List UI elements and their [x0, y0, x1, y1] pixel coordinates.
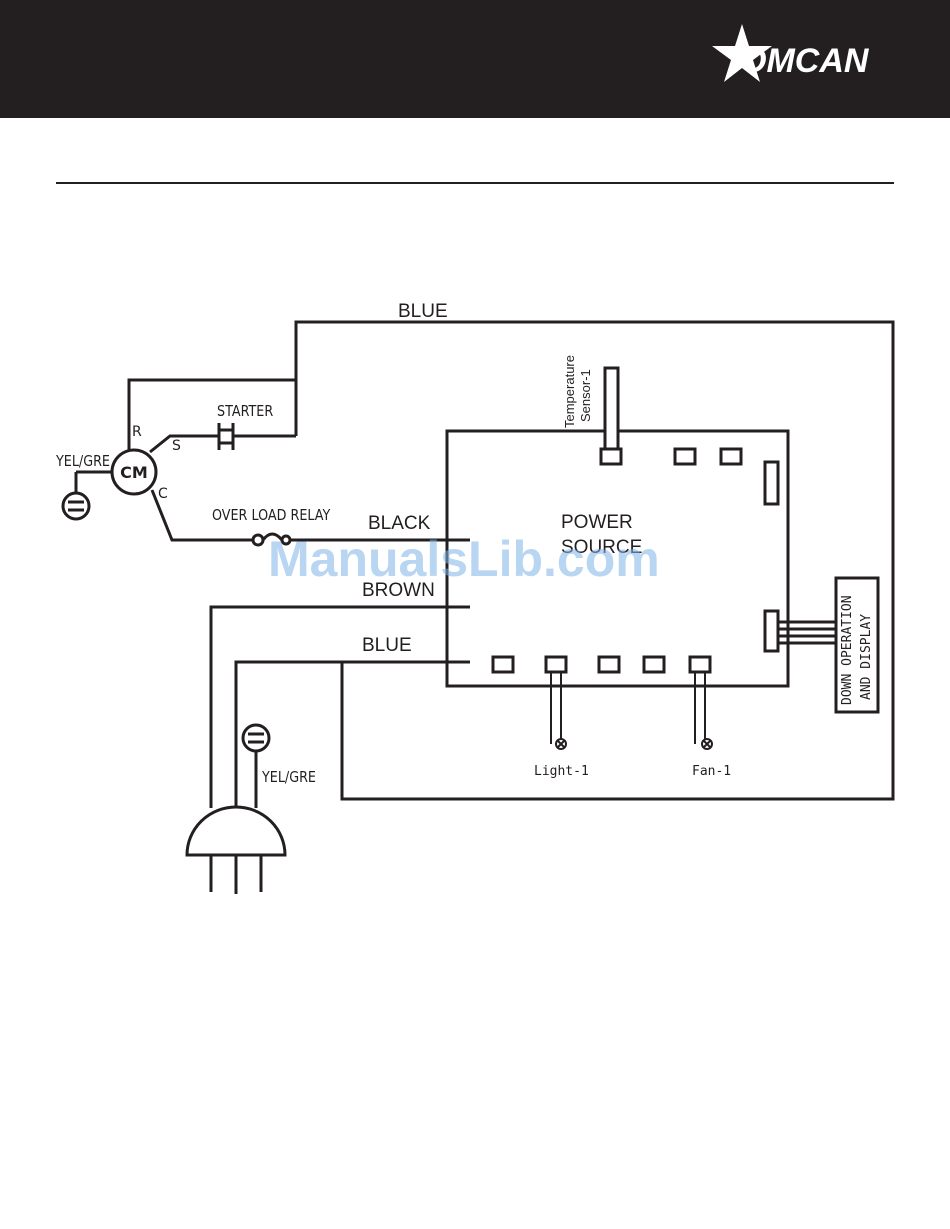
ground-icon [243, 725, 269, 751]
connector-terminal [765, 611, 778, 651]
connector-terminal [599, 657, 619, 672]
connector-terminal [546, 657, 566, 672]
connector-terminal [765, 462, 778, 504]
connector-terminal [644, 657, 664, 672]
fan-label: Fan-1 [692, 764, 731, 779]
temp-sensor-label-line1: Temperature [562, 355, 577, 428]
connector-terminal [601, 449, 621, 464]
temp-sensor-label-line2: Sensor-1 [578, 369, 593, 422]
display-label-line1: DOWN OPERATION [840, 595, 855, 705]
fan-icon [702, 739, 712, 749]
wire-s [150, 436, 219, 452]
connector-terminal [721, 449, 741, 464]
temperature-sensor-probe [605, 368, 618, 450]
yel-gre-plug-label: YEL/GRE [261, 769, 316, 786]
connector-terminal [675, 449, 695, 464]
power-plug-icon [187, 807, 285, 894]
connector-terminal [690, 657, 710, 672]
yel-gre-compressor-label: YEL/GRE [55, 453, 110, 470]
terminal-c-label: C [158, 486, 168, 502]
wire-label-blue-bottom: BLUE [362, 635, 412, 656]
watermark: ManualsLib.com [268, 530, 708, 600]
wire-label-blue-top: BLUE [398, 301, 448, 322]
connector-terminal [493, 657, 513, 672]
display-label-line2: AND DISPLAY [859, 614, 874, 700]
terminal-r-label: R [132, 424, 142, 440]
terminal-s-label: S [172, 438, 181, 454]
starter-icon [219, 423, 233, 450]
overload-relay-label: OVER LOAD RELAY [212, 507, 331, 524]
starter-label: STARTER [217, 403, 273, 420]
light-bulb-icon [556, 739, 566, 749]
ground-icon [63, 493, 89, 519]
compressor-label: CM [120, 463, 148, 482]
light-label: Light-1 [534, 764, 589, 779]
